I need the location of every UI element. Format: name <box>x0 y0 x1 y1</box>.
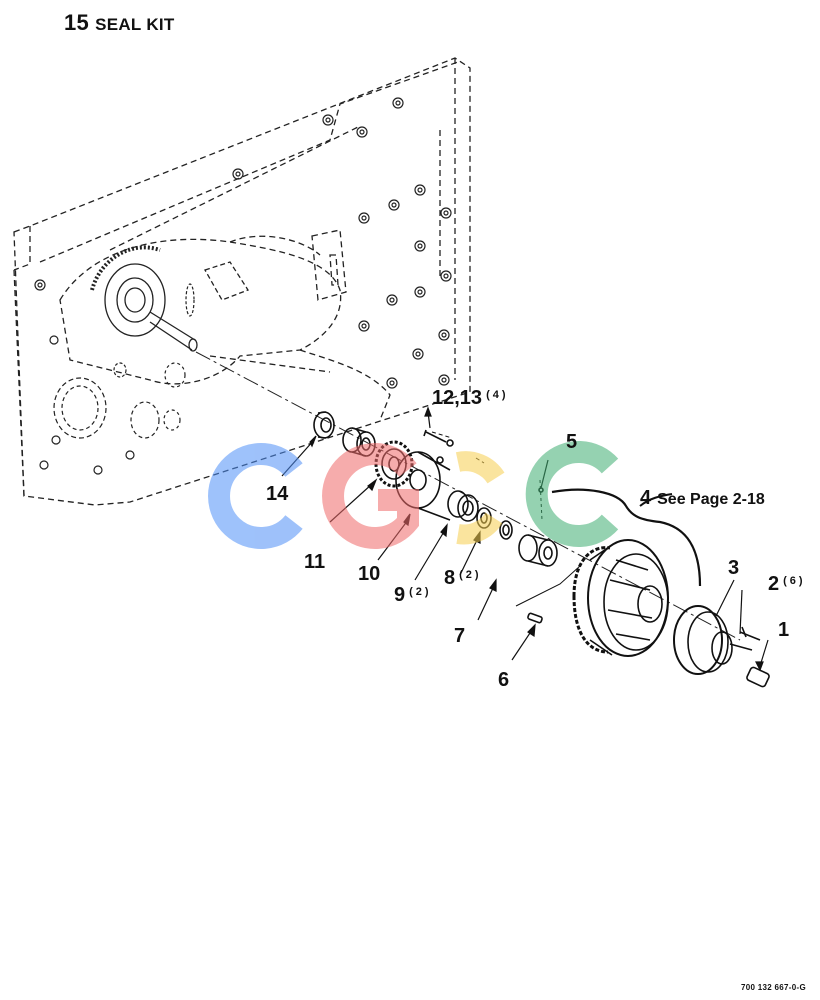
watermark-letter-g <box>322 443 419 549</box>
drawing-code: 700 132 667-0-G <box>741 983 806 992</box>
watermark-letter-o-bottom <box>456 512 503 545</box>
frame-holes <box>34 97 452 475</box>
callout-5: 5 <box>566 431 578 453</box>
watermark-letter-c <box>208 443 303 549</box>
part-2-screw <box>739 626 761 641</box>
callout-12-13: 12,13(4) <box>432 387 509 409</box>
figure-title-text: SEAL KIT <box>95 15 175 34</box>
callout-6: 6 <box>498 669 510 691</box>
callout-11: 11 <box>304 551 326 573</box>
watermark-letter-c2 <box>525 441 619 547</box>
figure-number: 15 <box>64 10 90 35</box>
part-14-seal <box>313 411 335 439</box>
watermark-letter-o-top <box>455 451 505 484</box>
watermark-logo <box>208 441 619 549</box>
figure-title: 15 SEAL KIT <box>64 10 175 36</box>
callout-10: 10 <box>358 563 381 585</box>
callout-1: 1 <box>778 619 790 641</box>
part-4-hub-assembly <box>572 539 669 657</box>
callout-14: 14 <box>266 483 289 505</box>
part-7-collar <box>518 534 558 567</box>
callout-3: 3 <box>728 557 740 579</box>
callout-8: 8(2) <box>444 567 482 589</box>
callout-7: 7 <box>454 625 466 647</box>
part-1-bolt <box>746 666 770 688</box>
part-6-key <box>515 565 581 624</box>
exploded-parts <box>313 411 770 688</box>
drive-gear-assembly <box>90 245 741 641</box>
part-3-cap <box>673 605 753 675</box>
callout-2: 2(6) <box>768 573 806 595</box>
frame-panel-outline <box>13 57 471 506</box>
callout-9: 9(2) <box>394 584 432 606</box>
part-9-bearing <box>447 490 479 522</box>
